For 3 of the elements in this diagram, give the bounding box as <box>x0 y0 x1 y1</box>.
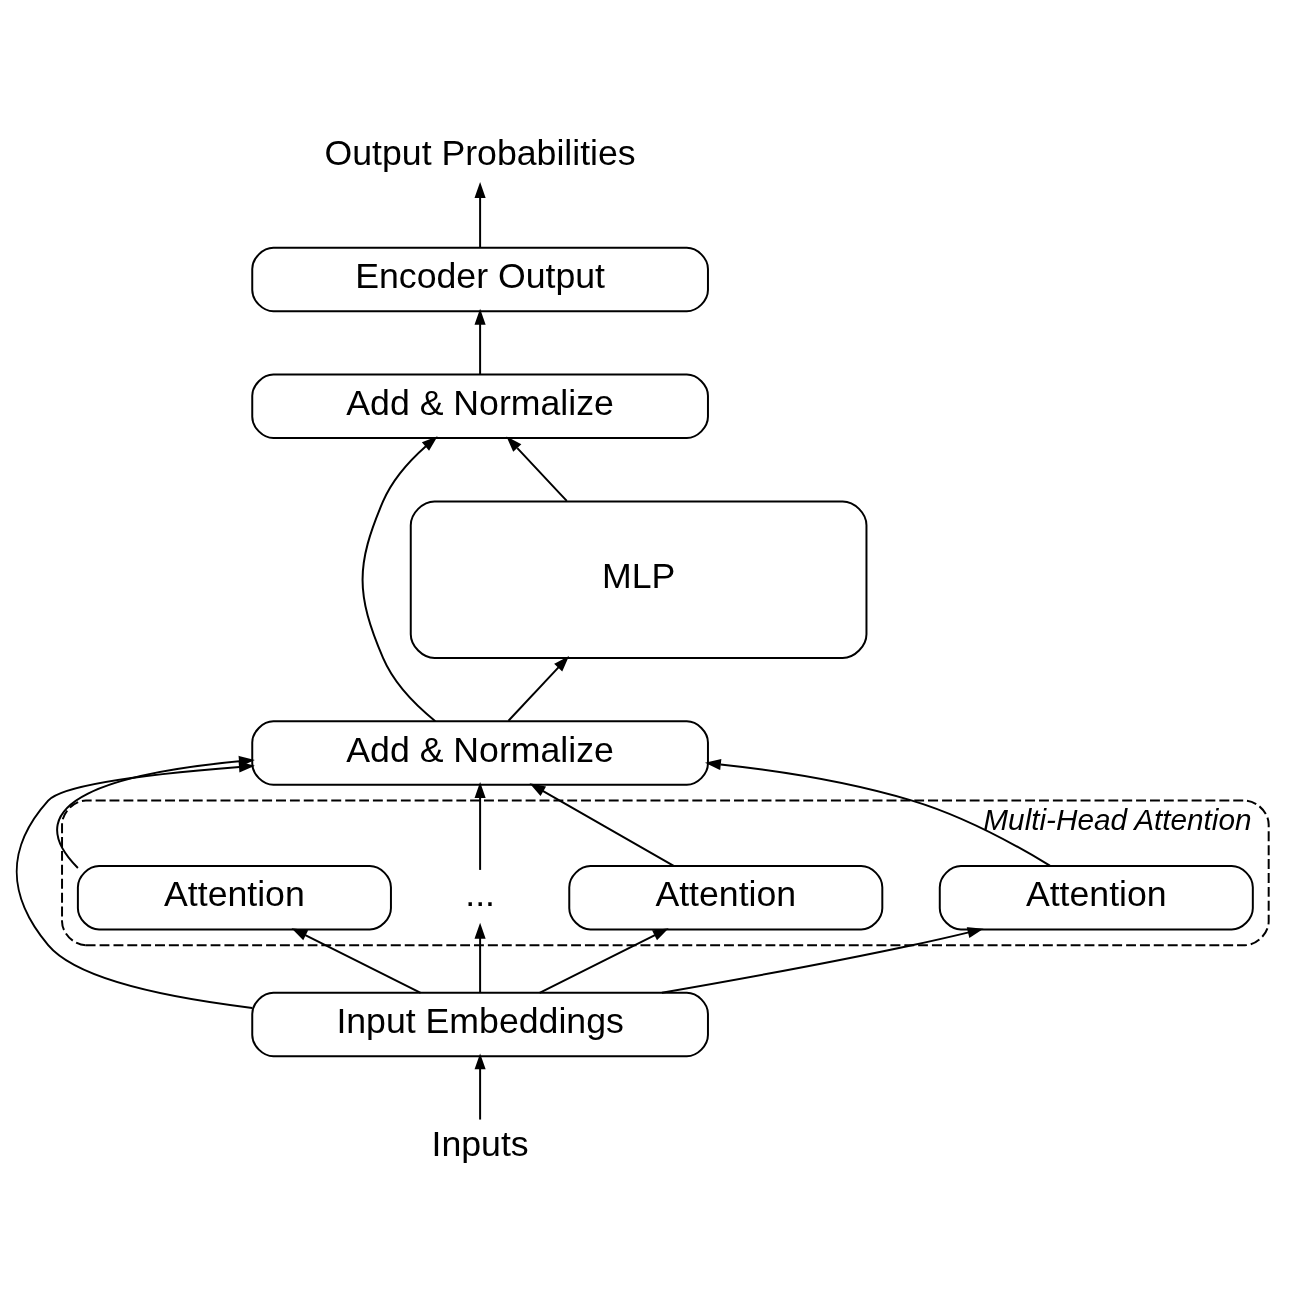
node-text: ... <box>465 873 495 914</box>
node-text: Output Probabilities <box>324 132 636 173</box>
node-text: Inputs <box>431 1123 529 1164</box>
